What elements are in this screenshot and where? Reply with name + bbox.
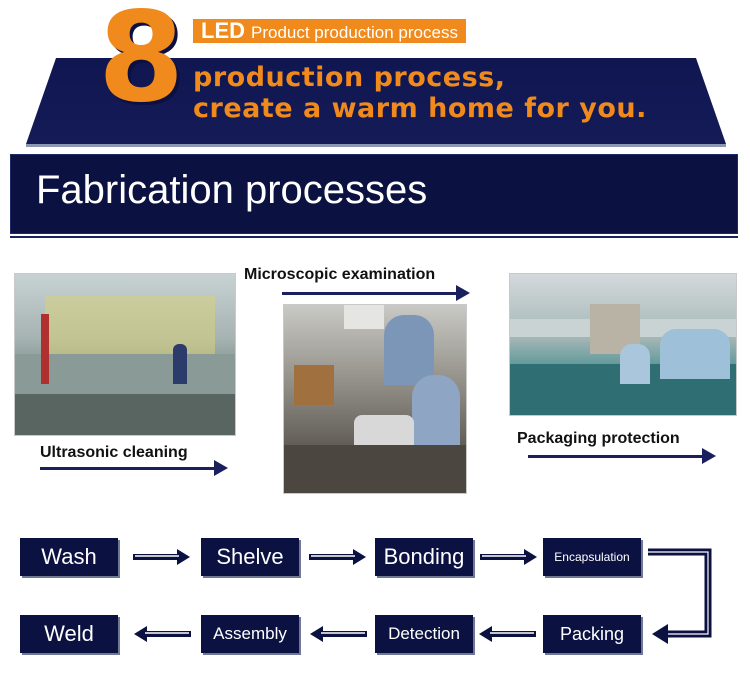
step-packing: Packing: [543, 615, 641, 653]
title-badge-text: Product production process: [251, 23, 458, 42]
slogan-line-2: create a warm home for you.: [193, 93, 647, 124]
packaging-protection-photo: [509, 273, 737, 416]
arrow-left-icon: [133, 625, 191, 643]
section-title-bar: [10, 154, 738, 234]
arrow-right-icon: [309, 548, 367, 566]
microscopic-examination-underline: [282, 292, 458, 295]
header-banner: [26, 58, 726, 144]
arrow-right-icon: [133, 548, 191, 566]
step-shelve: Shelve: [201, 538, 299, 576]
microscopic-examination-arrow-icon: [456, 285, 470, 301]
arrow-left-icon: [309, 625, 367, 643]
u-turn-arrow-icon: [648, 548, 720, 644]
title-badge-led: LED: [201, 18, 245, 43]
step-bonding: Bonding: [375, 538, 473, 576]
ultrasonic-cleaning-photo: [14, 273, 236, 436]
microscopic-examination-caption: Microscopic examination: [244, 266, 436, 283]
step-encapsulation: Encapsulation: [543, 538, 641, 576]
step-wash: Wash: [20, 538, 118, 576]
ultrasonic-cleaning-caption: Ultrasonic cleaning: [40, 444, 188, 461]
packaging-protection-arrow-icon: [702, 448, 716, 464]
section-divider: [10, 236, 738, 238]
ultrasonic-cleaning-underline: [40, 467, 216, 470]
ultrasonic-cleaning-arrow-icon: [214, 460, 228, 476]
packaging-protection-underline: [528, 455, 704, 458]
step-assembly: Assembly: [201, 615, 299, 653]
packaging-protection-caption: Packaging protection: [517, 430, 680, 447]
section-title: Fabrication processes: [36, 168, 428, 212]
step-detection: Detection: [375, 615, 473, 653]
header-banner-underline: [26, 144, 726, 147]
arrow-left-icon: [478, 625, 536, 643]
microscopic-examination-photo: [283, 304, 467, 494]
title-badge: LED Product production process: [193, 19, 466, 43]
slogan-line-1: production process,: [193, 62, 506, 93]
step-count-number: 8: [98, 0, 185, 130]
step-weld: Weld: [20, 615, 118, 653]
arrow-right-icon: [480, 548, 538, 566]
